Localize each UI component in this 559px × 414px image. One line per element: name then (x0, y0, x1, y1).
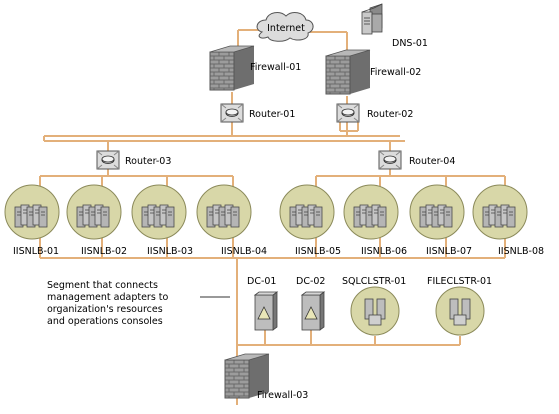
iisnlb-02-icon (66, 184, 122, 240)
dns-server-icon (361, 3, 383, 35)
firewall-02-label: Firewall-02 (370, 67, 421, 78)
router-02-label: Router-02 (367, 109, 413, 120)
iisnlb-05-icon (279, 184, 335, 240)
iisnlb-03-label: IISNLB-03 (147, 246, 193, 257)
callout-line-1: Segment that connects (47, 280, 158, 291)
iisnlb-04-label: IISNLB-04 (221, 246, 267, 257)
firewall-01-icon (209, 45, 255, 91)
router-04-icon (378, 150, 402, 170)
dc-01-icon (253, 291, 279, 331)
dc-01-label: DC-01 (247, 276, 276, 287)
router-04-label: Router-04 (409, 156, 455, 167)
dc-02-label: DC-02 (296, 276, 325, 287)
iisnlb-02-label: IISNLB-02 (81, 246, 127, 257)
callout-line-4: and operations consoles (47, 316, 163, 327)
sqlclstr-01-icon (350, 286, 400, 336)
router-03-icon (96, 150, 120, 170)
callout-line-3: organization's resources (47, 304, 163, 315)
iisnlb-08-label: IISNLB-08 (498, 246, 544, 257)
internet-label: Internet (267, 23, 305, 34)
dns-label: DNS-01 (392, 38, 428, 49)
router-01-label: Router-01 (249, 109, 295, 120)
iisnlb-07-label: IISNLB-07 (426, 246, 472, 257)
iisnlb-08-icon (472, 184, 528, 240)
fileclstr-01-icon (435, 286, 485, 336)
iisnlb-03-icon (131, 184, 187, 240)
sqlclstr-01-label: SQLCLSTR-01 (342, 276, 406, 287)
fileclstr-01-label: FILECLSTR-01 (427, 276, 492, 287)
dc-02-icon (300, 291, 326, 331)
iisnlb-06-icon (343, 184, 399, 240)
router-01-icon (220, 103, 244, 123)
router-02-icon (336, 103, 360, 123)
firewall-03-label: Firewall-03 (257, 390, 308, 401)
internet-cloud-icon (256, 12, 314, 42)
management-segment-callout: Segment that connects management adapter… (47, 280, 169, 327)
firewall-01-label: Firewall-01 (250, 62, 301, 73)
iisnlb-01-label: IISNLB-01 (13, 246, 59, 257)
iisnlb-04-icon (196, 184, 252, 240)
callout-line-2: management adapters to (47, 292, 169, 303)
iisnlb-05-label: IISNLB-05 (295, 246, 341, 257)
iisnlb-01-icon (4, 184, 60, 240)
router-03-label: Router-03 (125, 156, 171, 167)
firewall-02-icon (325, 49, 371, 95)
iisnlb-07-icon (409, 184, 465, 240)
iisnlb-06-label: IISNLB-06 (361, 246, 407, 257)
